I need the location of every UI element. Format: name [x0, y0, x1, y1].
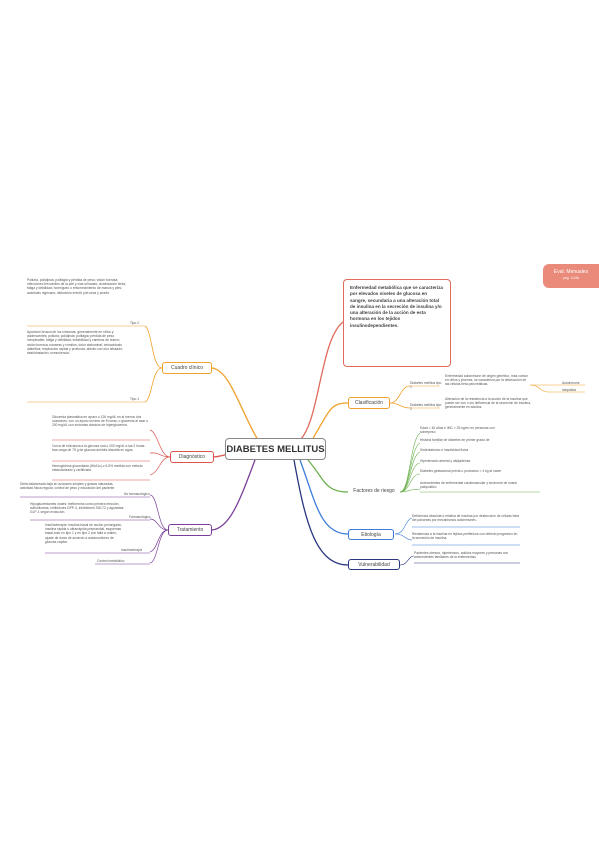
branch-diagnostico[interactable]: Diagnóstico — [170, 451, 214, 463]
branch-etiologia[interactable]: Etiología — [348, 529, 394, 540]
tratamiento-farm-text: Hipoglucemiantes orales: metformina como… — [30, 502, 124, 515]
clasificacion-tipo1: Diabetes mellitus tipo 1 — [410, 381, 442, 390]
clasificacion-tipo2: Diabetes mellitus tipo 2 — [410, 403, 442, 412]
factor-item: Historia familiar de diabetes en primer … — [420, 438, 490, 443]
branch-tratamiento[interactable]: Tratamiento — [168, 524, 212, 536]
tratamiento-insulina-text: Insulinoterapia: insulina basal de acció… — [45, 523, 122, 544]
connector-etiologia — [299, 459, 349, 535]
clasificacion-leaf-autoinmune: Autoinmune — [562, 381, 580, 385]
eval-tag-label: Eval. Menuales — [553, 269, 589, 275]
factor-item: Sedentarismo e inactividad física — [420, 448, 469, 452]
cuadro-tipo2-text: Poliuria, polidipsia, polifagia y pérdid… — [27, 278, 126, 295]
branch-vulnerabilidad[interactable]: Vulnerabilidad — [348, 559, 400, 570]
tratamiento-no-farm-label: No farmacológico — [124, 492, 150, 496]
factor-item: Edad > 45 años e IMC > 25 kg/m² en perso… — [420, 426, 495, 434]
eval-tag: Eval. Menuales pag. 10/8s — [543, 264, 599, 288]
factor-item: Diabetes gestacional previa o productos … — [420, 469, 502, 473]
tratamiento-insulina-label: Insulinoterapia — [121, 548, 143, 552]
connector-vulnerabilidad — [293, 459, 349, 566]
tratamiento-farm-label: Farmacológico — [129, 515, 151, 519]
connector-factores — [307, 459, 349, 493]
tratamiento-no-farm-text: Dieta balanceada baja en azúcares simple… — [20, 482, 116, 491]
etiologia-item: Resistencia a la insulina en tejidos per… — [412, 532, 518, 541]
central-topic[interactable]: DIABETES MELLITUS — [225, 438, 326, 460]
definition-box[interactable]: Enfermedad metabólica que se caracteriza… — [343, 279, 451, 367]
cuadro-tipo1-text: Aparición brusca de los síntomas, genera… — [27, 330, 123, 356]
connector-definition — [299, 321, 344, 441]
connector-clasificacion — [311, 402, 349, 441]
clasificacion-tipo1-text: Enfermedad autoinmune de origen genético… — [445, 374, 529, 386]
diagnostico-item: Curva de tolerancia a la glucosa oral ≥ … — [52, 444, 145, 453]
branch-clasificacion[interactable]: Clasificación — [348, 397, 390, 409]
diagnostico-item: Glucemia plasmática en ayuno ≥ 126 mg/dL… — [52, 415, 149, 428]
branch-factores-riesgo[interactable]: Factores de riesgo — [353, 488, 395, 494]
eval-tag-sub: pag. 10/8s — [562, 275, 580, 280]
clasificacion-tipo2-text: Alteración de la resistencia a la acción… — [445, 397, 531, 409]
vulnerabilidad-text: Pacientes obesos, hipertensos, adultos m… — [414, 551, 509, 560]
cuadro-tipo1-label: Tipo 1 — [130, 397, 140, 401]
factor-item: Antecedentes de enfermedad cardiovascula… — [420, 481, 518, 490]
connector-tratamiento — [211, 459, 256, 531]
tratamiento-control-label: Control metabólico — [97, 559, 125, 563]
etiologia-item: Deficiencia absoluta o relativa de insul… — [412, 514, 520, 523]
factor-item: Hipertensión arterial y dislipidemia — [420, 459, 471, 463]
cuadro-tipo2-label: Tipo 2 — [130, 321, 140, 325]
branch-cuadro-clinico[interactable]: Cuadro clínico — [162, 362, 212, 374]
diagnostico-item: Hemoglobina glucosilada (HbA1c) ≥ 6.5% m… — [52, 464, 143, 473]
connector-cuadro — [211, 367, 259, 441]
clasificacion-leaf-idiopatica: Idiopática — [562, 388, 577, 392]
